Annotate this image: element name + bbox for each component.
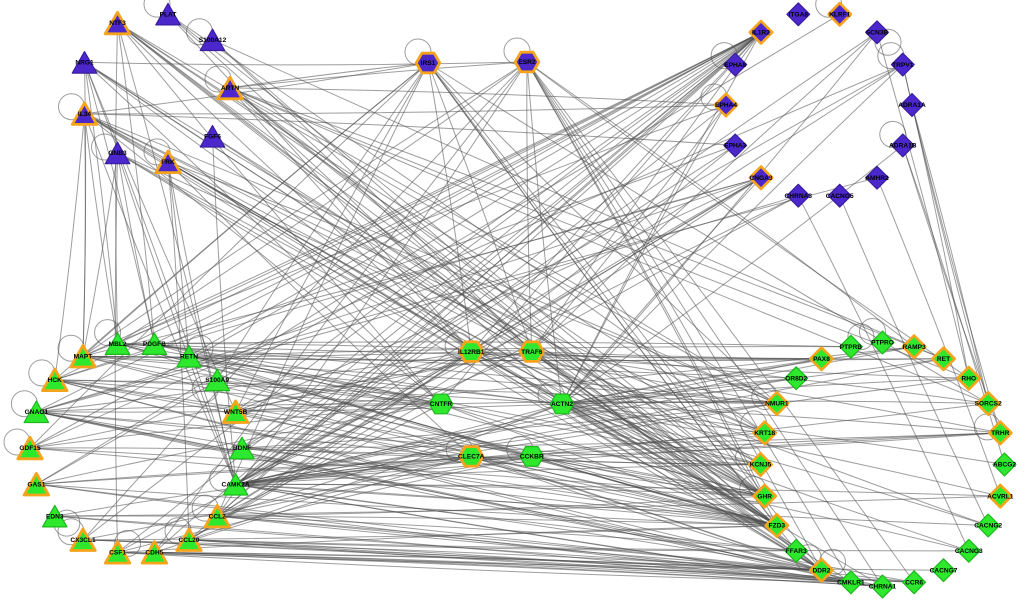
svg-text:CDH5: CDH5 [145, 550, 163, 557]
svg-text:AMHR2: AMHR2 [865, 175, 889, 182]
svg-text:CAMK2A: CAMK2A [221, 482, 249, 489]
svg-text:KCNJ5: KCNJ5 [750, 462, 772, 469]
svg-text:EDN3: EDN3 [46, 513, 64, 520]
svg-text:ITGA8: ITGA8 [789, 12, 809, 19]
svg-text:CX3CL1: CX3CL1 [70, 537, 96, 544]
svg-text:IL1R2: IL1R2 [752, 30, 770, 37]
svg-text:CACNG5: CACNG5 [826, 193, 854, 200]
svg-text:KRT18: KRT18 [754, 430, 775, 437]
svg-text:WNT5B: WNT5B [224, 409, 248, 416]
svg-text:RAMP3: RAMP3 [903, 344, 926, 351]
svg-text:EPHA8: EPHA8 [724, 62, 746, 69]
svg-text:KLRF1: KLRF1 [829, 12, 851, 19]
svg-text:CCL2: CCL2 [209, 513, 227, 520]
svg-text:GAS1: GAS1 [27, 482, 45, 489]
svg-text:FZD3: FZD3 [769, 523, 786, 530]
svg-text:CHRNA1: CHRNA1 [869, 584, 897, 591]
svg-text:CCL20: CCL20 [179, 537, 200, 544]
svg-text:ARTN: ARTN [221, 85, 240, 92]
svg-text:S100A12: S100A12 [199, 37, 227, 44]
svg-text:CHRNA3: CHRNA3 [785, 193, 813, 200]
svg-text:CNGA3: CNGA3 [749, 175, 772, 182]
svg-text:MAPT: MAPT [74, 353, 93, 360]
svg-text:CACNG7: CACNG7 [930, 567, 958, 574]
svg-text:FFAR3: FFAR3 [786, 548, 807, 555]
svg-text:ACTN2: ACTN2 [551, 401, 573, 408]
svg-text:PDGFB: PDGFB [143, 341, 166, 348]
svg-text:EPHA4: EPHA4 [715, 102, 737, 109]
svg-text:ADRA1B: ADRA1B [889, 143, 917, 150]
svg-text:CCR6: CCR6 [905, 580, 923, 587]
svg-text:GNB3: GNB3 [108, 150, 127, 157]
svg-text:NRG1: NRG1 [75, 60, 94, 67]
svg-text:NTF3: NTF3 [109, 20, 126, 27]
svg-text:SCN3B: SCN3B [866, 30, 889, 37]
svg-text:HCK: HCK [48, 377, 63, 384]
svg-text:S100A9: S100A9 [205, 377, 229, 384]
svg-text:ABCG2: ABCG2 [993, 462, 1016, 469]
svg-text:BDNF: BDNF [233, 445, 251, 452]
svg-text:EPHA3: EPHA3 [724, 143, 746, 150]
svg-text:IRS1: IRS1 [421, 60, 436, 67]
svg-text:RET: RET [937, 356, 950, 363]
svg-text:ESR2: ESR2 [518, 59, 536, 66]
svg-text:CNTFR: CNTFR [430, 401, 453, 408]
svg-text:GHR: GHR [757, 493, 772, 500]
svg-text:IL12RB1: IL12RB1 [458, 349, 485, 356]
svg-text:DDR2: DDR2 [813, 567, 831, 574]
svg-text:PLAT: PLAT [160, 11, 177, 18]
svg-text:OR8D2: OR8D2 [785, 375, 807, 382]
svg-text:CLEC7A: CLEC7A [458, 454, 485, 461]
svg-text:FGF6: FGF6 [204, 133, 221, 140]
svg-text:CACNG2: CACNG2 [974, 523, 1002, 530]
svg-text:GDF15: GDF15 [19, 445, 41, 452]
svg-text:ACVRL1: ACVRL1 [987, 493, 1014, 500]
svg-text:PAX8: PAX8 [813, 356, 830, 363]
svg-text:CSF1: CSF1 [109, 550, 126, 557]
svg-text:SORCS2: SORCS2 [975, 401, 1002, 408]
svg-text:PTPRO: PTPRO [871, 340, 894, 347]
svg-text:TRPV1: TRPV1 [892, 62, 914, 69]
svg-text:RHO: RHO [961, 375, 976, 382]
svg-text:TRAF6: TRAF6 [521, 349, 543, 356]
svg-text:CACNG3: CACNG3 [955, 548, 983, 555]
svg-text:IL34: IL34 [78, 111, 92, 118]
svg-text:ADRA1A: ADRA1A [898, 102, 926, 109]
svg-text:CCKBR: CCKBR [520, 454, 544, 461]
svg-text:PTPRB: PTPRB [840, 344, 863, 351]
svg-text:RETN: RETN [180, 353, 198, 360]
svg-text:FRK: FRK [161, 159, 175, 166]
svg-text:TRHR: TRHR [991, 430, 1010, 437]
svg-text:CMKLR1: CMKLR1 [837, 580, 865, 587]
svg-text:NMUR1: NMUR1 [765, 401, 789, 408]
svg-text:GNAO1: GNAO1 [25, 409, 49, 416]
svg-text:MBL2: MBL2 [109, 341, 127, 348]
